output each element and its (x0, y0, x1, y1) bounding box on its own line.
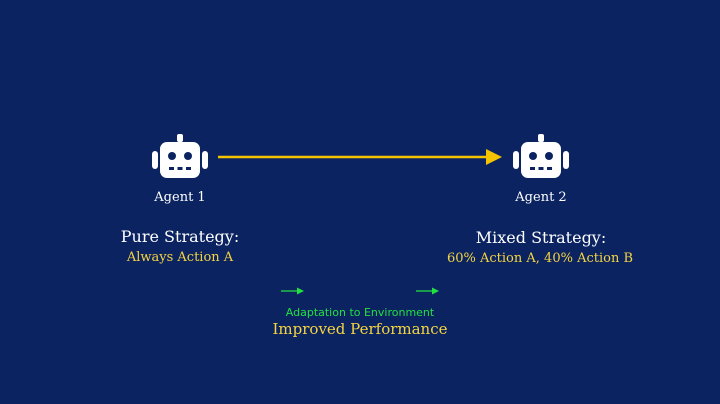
agent-1-label: Agent 1 (154, 190, 206, 205)
transition-arrow (218, 149, 502, 165)
agent-1-strategy-title: Pure Strategy: (120, 227, 240, 246)
agent-2-robot-icon (513, 134, 569, 178)
adaptation-arrow-right (416, 287, 439, 295)
agent-2-label: Agent 2 (515, 190, 567, 205)
agent-2-strategy-title: Mixed Strategy: (475, 228, 607, 247)
agent-2-strategy-detail: 60% Action A, 40% Action B (446, 251, 634, 266)
agent-1-strategy-detail: Always Action A (126, 250, 234, 265)
performance-label: Improved Performance (272, 320, 448, 338)
adaptation-arrow-left (281, 287, 304, 295)
agent-1-robot-icon (152, 134, 208, 178)
adaptation-label: Adaptation to Environment (285, 306, 435, 319)
